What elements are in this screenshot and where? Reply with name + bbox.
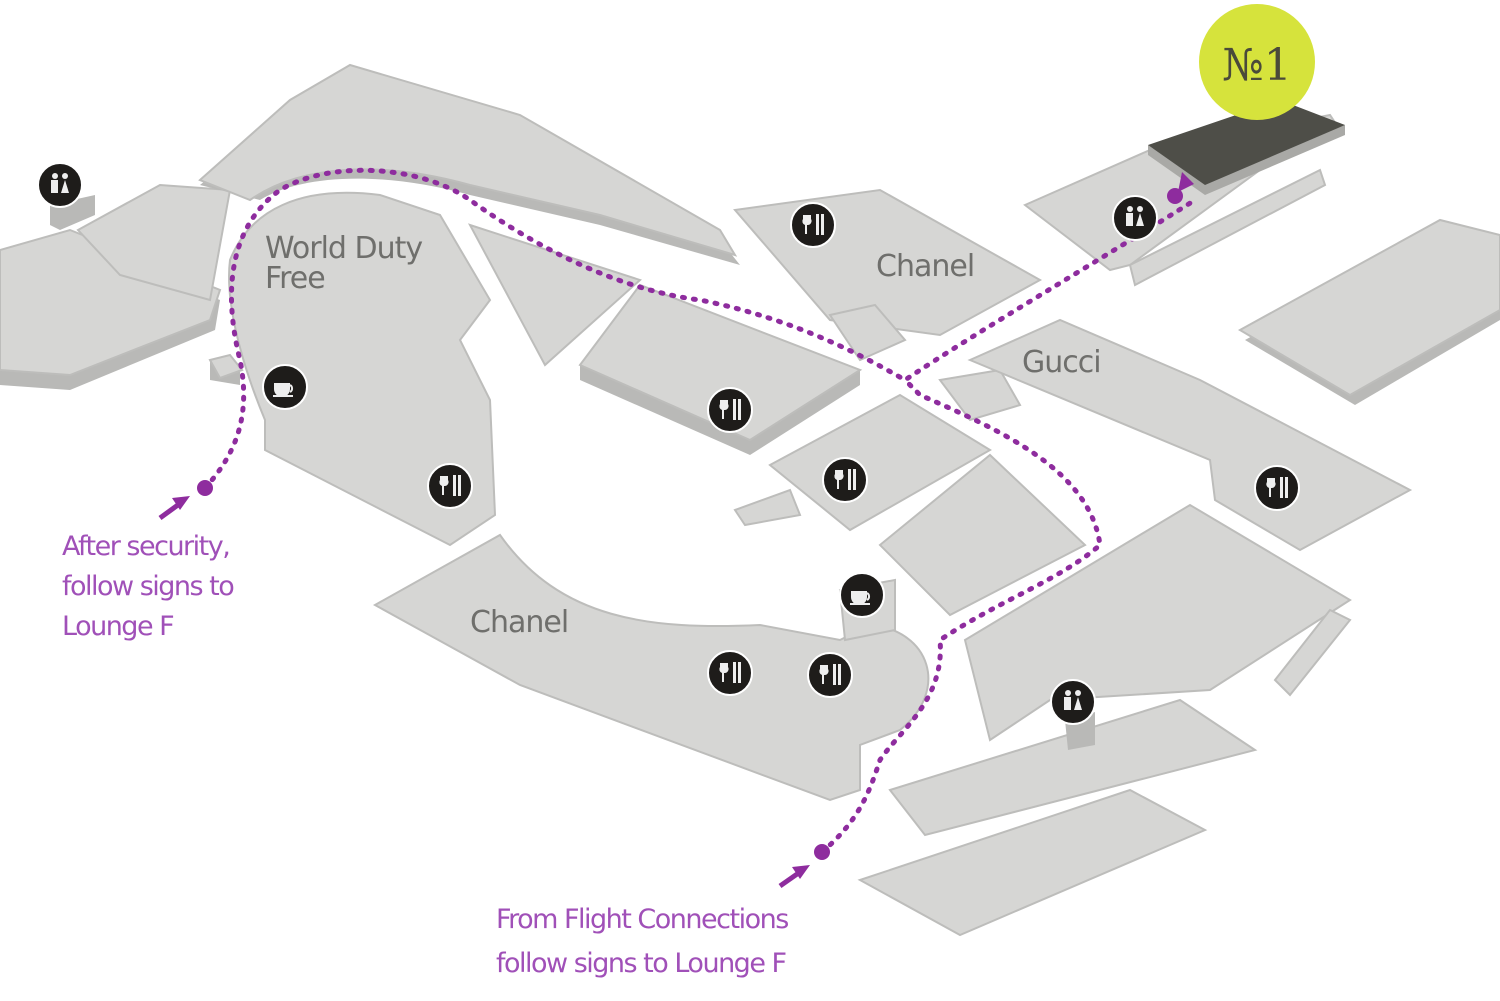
shop-label-chanel: Chanel [470, 605, 568, 640]
note-flight-connections: From Flight Connections [496, 904, 788, 935]
lounge-no1-badge[interactable]: №1 [1199, 4, 1315, 120]
note-after-security: After security, [62, 531, 229, 562]
toilets-icon [1050, 679, 1096, 725]
coffee-icon [262, 364, 308, 410]
arrow-icon [1178, 172, 1194, 192]
lounge-f-building [1148, 100, 1345, 185]
route-start-dot [814, 844, 830, 860]
route-start-dot [197, 480, 213, 496]
toilets-icon [37, 162, 83, 208]
restaurant-icon [790, 202, 836, 248]
badge-text: №1 [1222, 40, 1292, 91]
arrow-icon [158, 496, 190, 521]
note-after-security: Lounge F [62, 611, 173, 642]
arrow-icon [778, 865, 810, 889]
route-flight-connections [819, 377, 1103, 855]
shop-label-chanel: Chanel [876, 249, 974, 284]
shop-label-gucci: Gucci [1022, 345, 1101, 380]
toilets-icon [1112, 195, 1158, 241]
building-blocks [0, 63, 1500, 937]
note-after-security: follow signs to [62, 571, 234, 602]
restaurant-icon [807, 652, 853, 698]
note-flight-connections: follow signs to Lounge F [496, 948, 786, 979]
restaurant-icon [822, 457, 868, 503]
shop-label-world-duty-free: Free [265, 261, 325, 296]
restaurant-icon [707, 387, 753, 433]
shop-label-world-duty-free: World Duty [265, 231, 422, 266]
route-after-security [202, 167, 1198, 491]
restaurant-icon [427, 463, 473, 509]
restaurant-icon [1254, 465, 1300, 511]
coffee-icon [839, 572, 885, 618]
restaurant-icon [707, 650, 753, 696]
route-end-dot [1167, 188, 1183, 204]
